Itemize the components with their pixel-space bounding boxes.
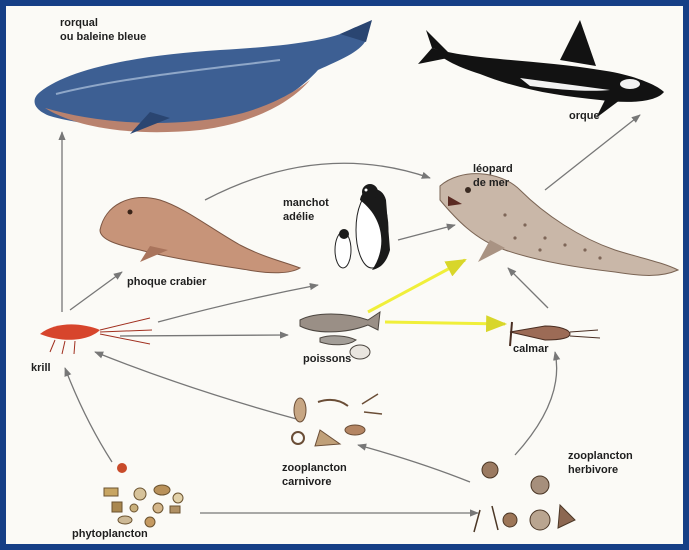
- arrow-poissons-to-leopard-highlight: [368, 260, 465, 312]
- label-zoo-herbivore-1: zooplancton: [568, 450, 633, 462]
- arrow-zooherbi-to-zoocarni: [358, 445, 470, 482]
- crabeater-seal-illustration: [100, 198, 300, 273]
- arrow-calmar-to-leopard: [508, 268, 548, 308]
- label-phytoplancton: phytoplancton: [72, 528, 148, 540]
- label-leopard-2: de mer: [473, 177, 510, 189]
- carnivorous-zooplankton-illustration: [292, 394, 382, 446]
- label-rorqual-1: rorqual: [60, 17, 98, 29]
- label-rorqual-2: ou baleine bleue: [60, 31, 146, 43]
- arrow-phyto-to-krill: [65, 368, 112, 462]
- label-zoo-carnivore-2: carnivore: [282, 476, 332, 488]
- arrow-krill-to-phoque: [70, 272, 122, 310]
- label-leopard-1: léopard: [473, 163, 513, 175]
- label-orque: orque: [569, 110, 600, 122]
- phytoplankton-illustration: [104, 463, 183, 527]
- label-manchot-2: adélie: [283, 211, 314, 223]
- label-manchot-1: manchot: [283, 197, 329, 209]
- label-zoo-herbivore-2: herbivore: [568, 464, 618, 476]
- arrow-krill-to-poissons: [120, 335, 288, 336]
- orca-illustration: [418, 20, 664, 118]
- arrow-zoocarni-to-krill: [95, 352, 300, 420]
- label-poissons: poissons: [303, 353, 351, 365]
- arrow-zooherbi-to-calmar: [515, 352, 557, 455]
- adelie-penguin-illustration: [335, 184, 390, 270]
- arrow-phoque-to-leopard: [205, 163, 430, 200]
- label-calmar: calmar: [513, 343, 549, 355]
- arrow-manchot-to-leopard: [398, 225, 455, 240]
- arrow-leopard-to-orque: [545, 115, 640, 190]
- herbivorous-zooplankton-illustration: [474, 462, 575, 532]
- label-phoque: phoque crabier: [127, 276, 207, 288]
- label-krill: krill: [31, 362, 51, 374]
- arrows: [62, 115, 640, 513]
- arrow-krill-to-manchot: [158, 285, 318, 322]
- label-zoo-carnivore-1: zooplancton: [282, 462, 347, 474]
- arrow-poissons-to-calmar-highlight: [385, 322, 505, 324]
- fish-illustration: [300, 312, 380, 359]
